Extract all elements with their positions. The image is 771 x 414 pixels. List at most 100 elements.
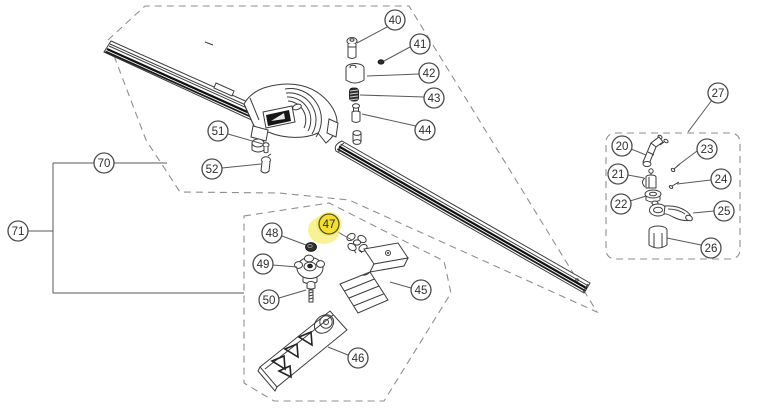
leader-21 xyxy=(627,174,645,179)
callout-44[interactable]: 44 xyxy=(414,119,436,141)
callout-24-label: 24 xyxy=(715,174,728,186)
part-47-wing-knob xyxy=(346,232,368,254)
part-21-post xyxy=(642,168,657,189)
leader-43 xyxy=(359,94,425,98)
callout-45[interactable]: 45 xyxy=(410,279,432,301)
part-41-nut xyxy=(377,59,385,65)
callout-25[interactable]: 25 xyxy=(713,200,735,222)
callout-25-label: 25 xyxy=(718,206,731,218)
part-42-spacer xyxy=(345,63,365,84)
leader-25 xyxy=(692,210,715,214)
callout-45-label: 45 xyxy=(415,285,428,297)
part-25-cam-lever xyxy=(649,200,693,222)
part-20-bracket xyxy=(642,134,669,167)
callout-20-label: 20 xyxy=(616,141,629,153)
part-46-base-plate xyxy=(257,310,348,392)
callout-41[interactable]: 41 xyxy=(409,33,431,55)
group-outlines xyxy=(107,5,741,402)
callout-50-label: 50 xyxy=(263,295,276,307)
callout-41-label: 41 xyxy=(414,39,427,51)
callout-46-label: 46 xyxy=(352,353,365,365)
part-52-bushing xyxy=(260,153,272,174)
part-49-knob xyxy=(294,254,325,285)
callout-42-label: 42 xyxy=(423,68,436,80)
leader-52 xyxy=(221,163,262,169)
callout-43-label: 43 xyxy=(428,93,441,105)
callout-46[interactable]: 46 xyxy=(347,347,369,369)
callout-22-label: 22 xyxy=(615,199,628,211)
callout-21-label: 21 xyxy=(612,169,625,181)
upper-assembly-outline xyxy=(107,5,599,314)
leader-23 xyxy=(676,150,698,167)
callout-70[interactable]: 70 xyxy=(93,152,115,174)
rail-end-hole xyxy=(575,278,579,282)
callout-20[interactable]: 20 xyxy=(611,135,633,157)
part-45-clamp xyxy=(339,242,409,314)
part-24-pin xyxy=(668,181,680,189)
callout-22[interactable]: 22 xyxy=(610,193,632,215)
miter-head xyxy=(243,83,362,153)
pivot-block xyxy=(250,125,269,142)
callout-47[interactable]: 47 xyxy=(308,212,342,244)
kit-bracket xyxy=(28,162,244,294)
callout-44-label: 44 xyxy=(419,125,432,137)
callout-21[interactable]: 21 xyxy=(607,163,629,185)
part-48-nut xyxy=(305,242,317,252)
callout-40[interactable]: 40 xyxy=(384,9,406,31)
callout-42[interactable]: 42 xyxy=(418,62,440,84)
callout-27[interactable]: 27 xyxy=(707,82,729,104)
right-group-outline xyxy=(605,132,741,260)
part-51-screw xyxy=(262,142,270,154)
leader-51 xyxy=(227,133,264,145)
leader-45 xyxy=(389,281,412,289)
head-tab xyxy=(326,118,339,138)
callout-51-label: 51 xyxy=(212,126,225,138)
callout-26[interactable]: 26 xyxy=(700,237,722,259)
leader-41 xyxy=(383,46,411,62)
callout-47-label: 47 xyxy=(323,219,336,231)
leader-lines xyxy=(221,26,715,356)
tick-mark xyxy=(204,41,214,46)
callout-40-label: 40 xyxy=(389,15,402,27)
head-hole xyxy=(292,103,302,111)
leader-24 xyxy=(676,179,712,185)
part-26-bushing xyxy=(648,225,668,249)
part-40-screw xyxy=(346,37,358,59)
leader-40 xyxy=(356,26,388,44)
leader-49 xyxy=(272,264,298,268)
callout-49[interactable]: 49 xyxy=(252,253,274,275)
angle-pointer xyxy=(271,113,285,121)
callout-71-label: 71 xyxy=(12,226,25,238)
callout-70-label: 70 xyxy=(98,158,111,170)
leader-50 xyxy=(278,289,307,299)
parts xyxy=(257,37,693,392)
leader-20 xyxy=(630,148,647,156)
rail-lower-segment xyxy=(334,140,591,294)
head-stud xyxy=(352,130,362,145)
callout-26-label: 26 xyxy=(705,243,718,255)
callout-27-label: 27 xyxy=(712,88,725,100)
callout-24[interactable]: 24 xyxy=(710,168,732,190)
main-rail-assembly xyxy=(103,40,591,294)
callout-71[interactable]: 71 xyxy=(7,220,29,242)
leader-42 xyxy=(366,73,420,77)
callout-51[interactable]: 51 xyxy=(207,120,229,142)
rail-clip xyxy=(213,82,235,97)
callout-43[interactable]: 43 xyxy=(423,87,445,109)
callout-23-label: 23 xyxy=(701,144,714,156)
callouts: 40 41 42 43 44 51 52 70 71 48 47 49 50 4… xyxy=(7,9,735,369)
part-22-washer xyxy=(644,189,662,203)
leader-22 xyxy=(629,195,647,202)
leader-27 xyxy=(687,99,713,133)
callout-48[interactable]: 48 xyxy=(261,222,283,244)
leader-44 xyxy=(361,113,417,127)
part-43-spring xyxy=(349,87,359,102)
leader-26 xyxy=(666,237,702,246)
callout-23[interactable]: 23 xyxy=(696,138,718,160)
callout-52[interactable]: 52 xyxy=(201,158,223,180)
part-44-bolt xyxy=(351,103,361,123)
bracket-line xyxy=(52,163,244,294)
callout-50[interactable]: 50 xyxy=(258,289,280,311)
